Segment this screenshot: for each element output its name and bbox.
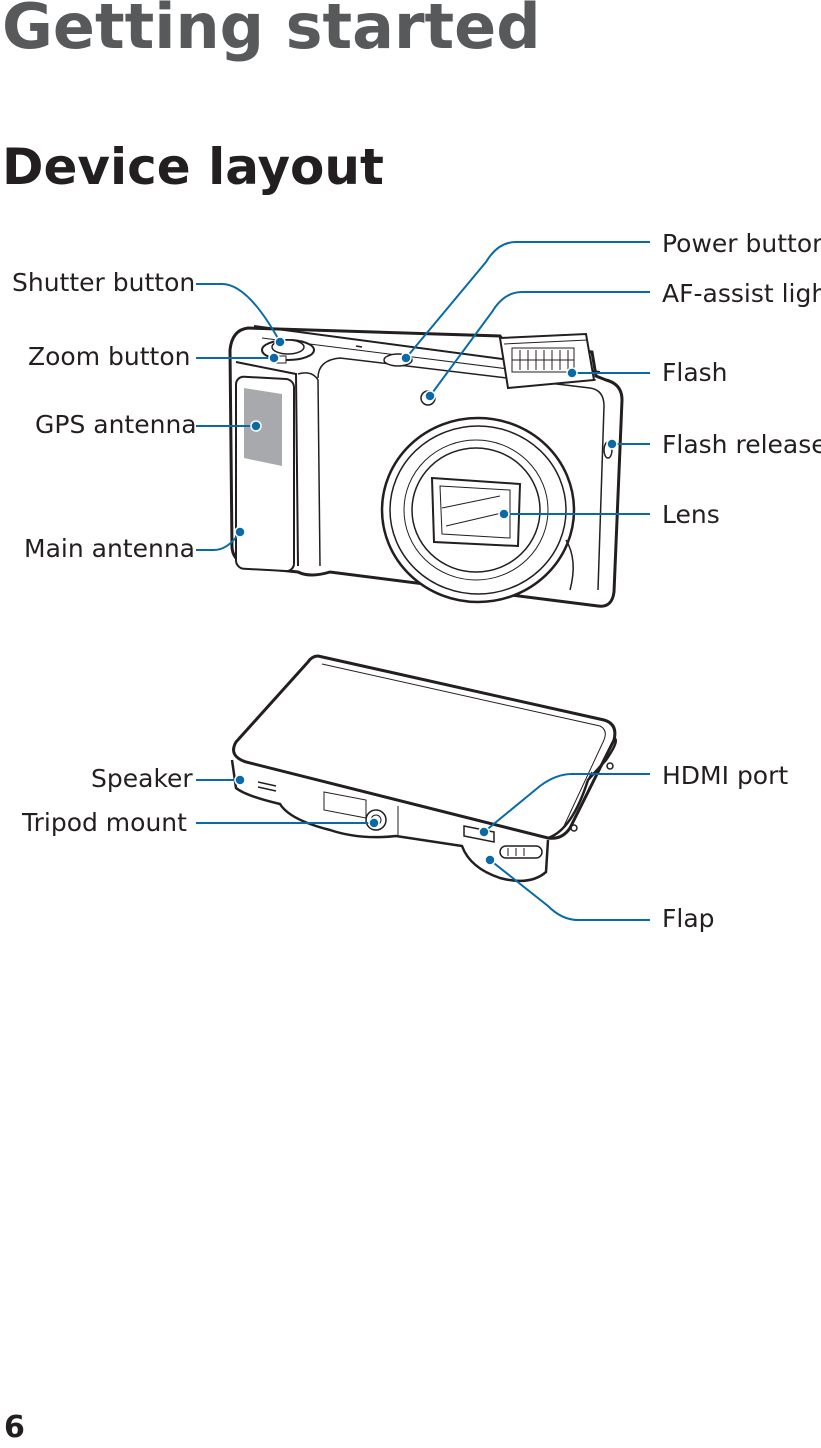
callout-dots	[234, 336, 618, 866]
label-lens: Lens	[662, 500, 720, 529]
camera-front-illustration	[228, 325, 624, 608]
label-main-antenna: Main antenna	[24, 534, 195, 563]
camera-bottom-illustration	[230, 654, 617, 883]
label-zoom-button: Zoom button	[28, 342, 191, 371]
label-tripod-mount: Tripod mount	[22, 808, 187, 837]
section-title: Device layout	[2, 138, 384, 196]
label-flash: Flash	[662, 358, 728, 387]
label-flash-release: Flash release	[662, 430, 821, 459]
label-speaker: Speaker	[91, 764, 193, 793]
label-flap: Flap	[662, 904, 715, 933]
label-power-button: Power button	[662, 229, 821, 258]
label-gps-antenna: GPS antenna	[35, 410, 197, 439]
label-shutter-button: Shutter button	[12, 268, 196, 297]
label-hdmi-port: HDMI port	[662, 761, 789, 790]
page-number: 6	[4, 1410, 25, 1445]
label-af-assist-light: AF-assist light	[662, 279, 821, 308]
callout-lines	[196, 241, 650, 921]
chapter-title: Getting started	[2, 0, 541, 63]
